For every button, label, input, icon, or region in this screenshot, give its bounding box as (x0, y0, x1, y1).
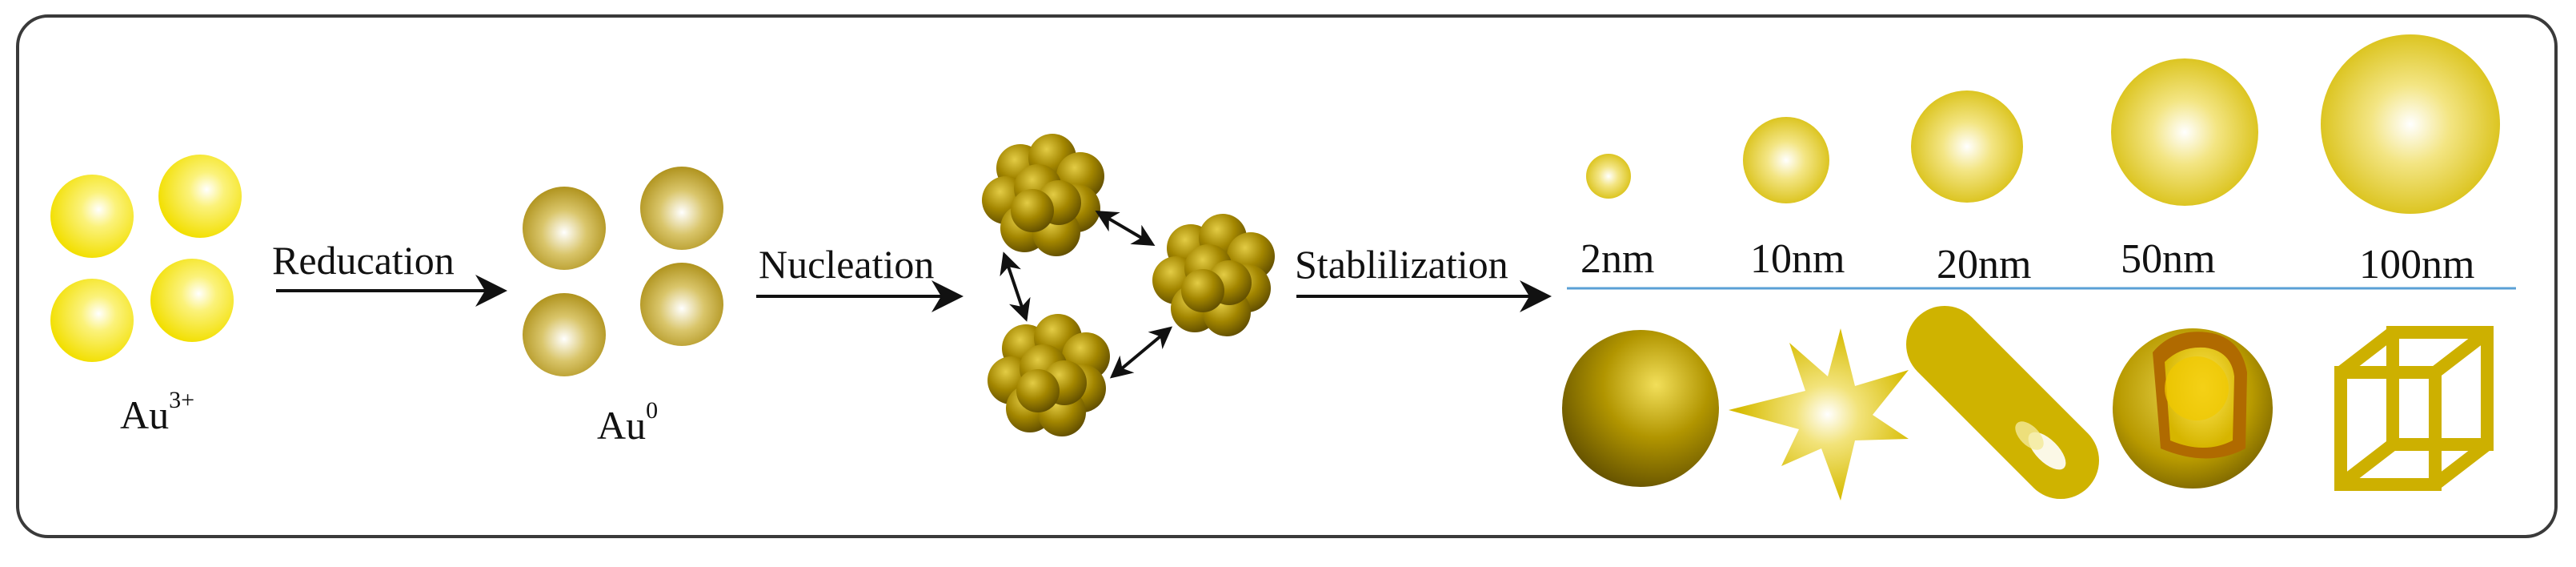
au3-base: Au (120, 392, 170, 437)
size-label-100nm: 100nm (2359, 242, 2475, 288)
au0-label: Au0 (597, 397, 659, 448)
nanoparticle-2nm (1586, 154, 1631, 199)
au0-atom (640, 167, 723, 250)
au3-ion (50, 175, 134, 258)
au0-charge: 0 (646, 397, 659, 424)
au3-ion (158, 155, 242, 238)
au0-atoms-group (523, 167, 723, 376)
sphere-icon (1562, 330, 1719, 487)
nucleation-label: Nucleation (759, 242, 935, 287)
nanoparticle-100nm (2321, 34, 2500, 214)
au3-charge: 3+ (169, 387, 195, 413)
au3-label: Au3+ (120, 387, 195, 437)
cluster-interaction-arrow (1095, 210, 1156, 247)
rod-icon (1906, 306, 2099, 499)
nanoparticle-20nm (1911, 90, 2023, 203)
size-label-10nm: 10nm (1750, 236, 1845, 282)
cage-icon (2334, 326, 2494, 491)
cluster-interaction-arrow (1000, 251, 1031, 322)
stabilization-label: Stablilization (1295, 242, 1508, 287)
au0-atom (523, 293, 606, 376)
size-label-20nm: 20nm (1937, 242, 2032, 288)
au3-ion (50, 279, 134, 362)
reduction-label: Reducation (272, 238, 455, 283)
au0-base: Au (597, 403, 647, 448)
nanoparticle-10nm (1743, 117, 1829, 203)
core-shell-icon (2113, 328, 2273, 489)
star-icon (1729, 328, 1909, 501)
nanoparticle-50nm (2111, 58, 2258, 206)
size-series-group (1586, 34, 2500, 214)
au3-ions-group (50, 155, 242, 362)
au0-atom (523, 187, 606, 270)
au3-ion (150, 259, 234, 342)
size-label-2nm: 2nm (1580, 236, 1655, 282)
cluster-interaction-arrow (1109, 326, 1173, 379)
size-label-50nm: 50nm (2121, 236, 2216, 282)
au0-atom (640, 263, 723, 346)
